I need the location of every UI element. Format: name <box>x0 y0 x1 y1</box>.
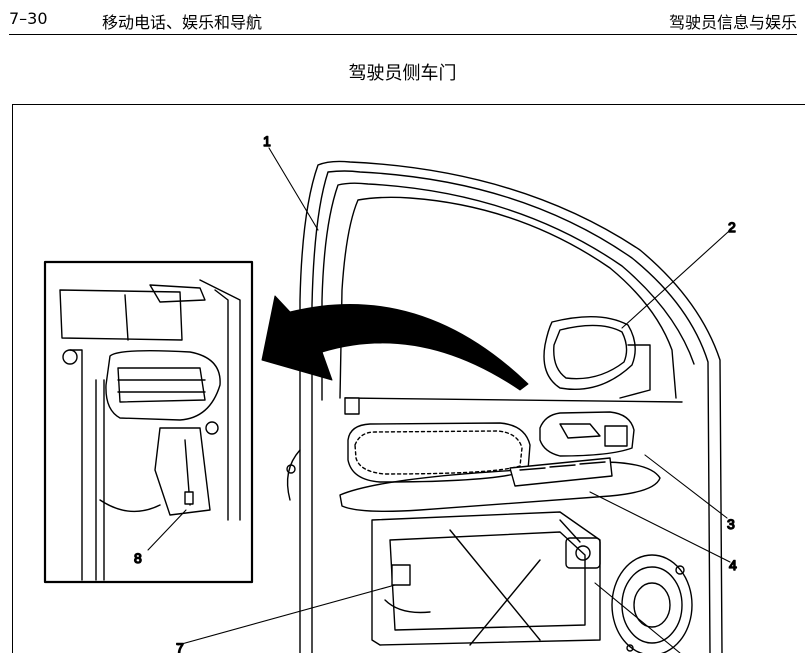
callout-2: 2 <box>728 219 736 235</box>
callout-7: 7 <box>176 640 184 653</box>
page-number: 7–30 <box>9 9 48 28</box>
callout-4: 4 <box>729 557 737 573</box>
page-header: 7–30 移动电话、娱乐和导航 驾驶员信息与娱乐 <box>0 0 805 36</box>
inset-detail <box>43 260 254 584</box>
callout-8: 8 <box>134 550 142 566</box>
door-frame <box>286 160 723 653</box>
header-rule <box>9 34 797 35</box>
figure-title: 驾驶员侧车门 <box>348 63 457 84</box>
leader-lines <box>147 147 731 653</box>
door-speaker <box>611 554 693 653</box>
callout-3: 3 <box>727 516 735 532</box>
callout-1: 1 <box>263 133 271 149</box>
chapter-title: 移动电话、娱乐和导航 <box>102 13 263 32</box>
side-mirror <box>543 315 651 399</box>
direction-arrow <box>261 295 529 391</box>
window-regulator <box>371 511 601 646</box>
section-title: 驾驶员信息与娱乐 <box>668 13 797 32</box>
door-illustration-frame <box>12 104 805 653</box>
door-trim-panel <box>339 397 661 513</box>
